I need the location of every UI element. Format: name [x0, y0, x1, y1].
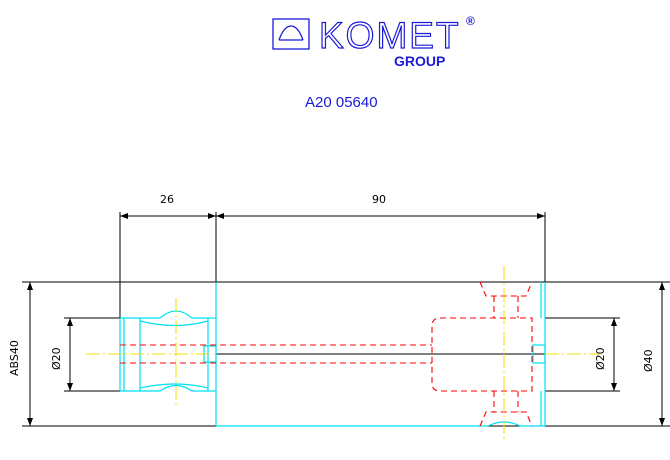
komet-logo: KOMET ® GROUP [272, 14, 475, 69]
dim-length-shank: 26 [160, 193, 174, 206]
logo-brand: KOMET [319, 15, 461, 56]
dim-dia-left: Ø20 [50, 347, 63, 370]
part-number: A20 05640 [305, 94, 378, 111]
dim-dia-outer: Ø40 [642, 349, 655, 372]
dimension-arrows [27, 213, 665, 426]
dim-length-body: 90 [372, 193, 386, 206]
komet-emblem-icon [272, 18, 310, 50]
hidden-lines [120, 281, 533, 427]
logo-sub: GROUP [394, 53, 445, 69]
dim-dia-right: Ø20 [594, 347, 607, 370]
logo-registered: ® [466, 14, 475, 28]
dim-abs-size: ABS40 [8, 340, 21, 376]
center-lines [86, 266, 600, 440]
dimension-lines [22, 212, 670, 427]
